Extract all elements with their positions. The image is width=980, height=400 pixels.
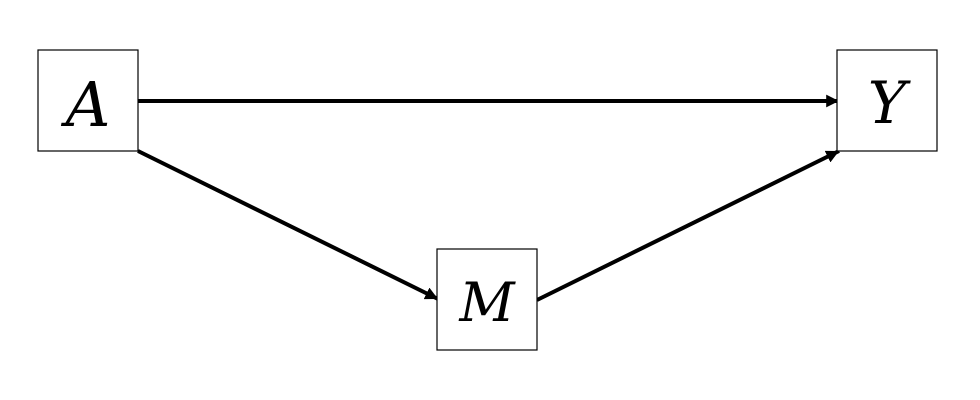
edge-m-to-y [536, 149, 840, 302]
node-a-label: A [61, 68, 111, 141]
edge-a-to-m [137, 149, 439, 301]
node-a: A [37, 49, 139, 152]
node-a-box [37, 49, 139, 152]
node-m-label: M [458, 271, 516, 334]
node-y-label: Y [868, 69, 911, 137]
node-m-box [436, 248, 538, 351]
node-y: Y [836, 49, 938, 152]
node-m: M [436, 248, 538, 351]
node-y-box [836, 49, 938, 152]
